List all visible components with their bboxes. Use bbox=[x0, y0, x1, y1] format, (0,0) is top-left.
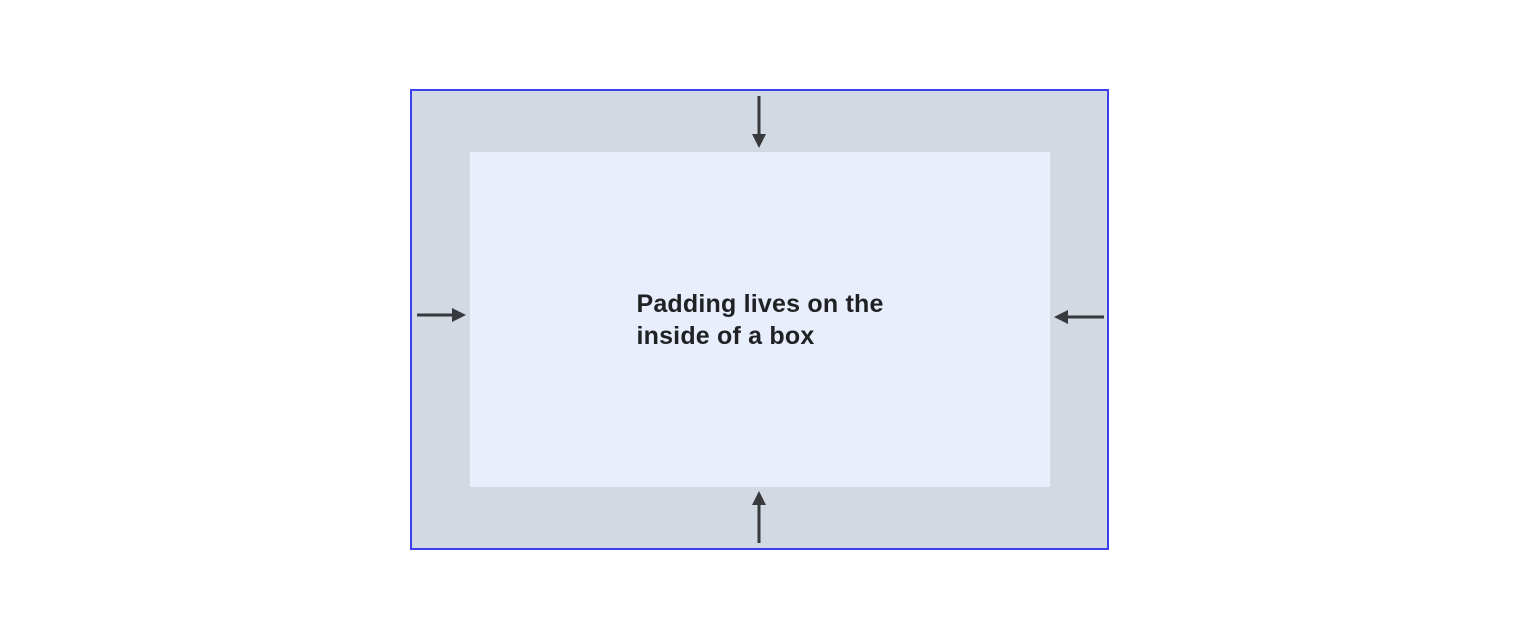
arrow-right-icon bbox=[417, 308, 466, 322]
arrow-up-icon bbox=[752, 491, 766, 543]
padding-box: Padding lives on the inside of a box bbox=[410, 89, 1109, 550]
content-box: Padding lives on the inside of a box bbox=[470, 152, 1050, 487]
arrow-down-icon bbox=[752, 96, 766, 148]
padding-caption: Padding lives on the inside of a box bbox=[636, 289, 884, 350]
arrow-left-icon bbox=[1054, 310, 1104, 324]
